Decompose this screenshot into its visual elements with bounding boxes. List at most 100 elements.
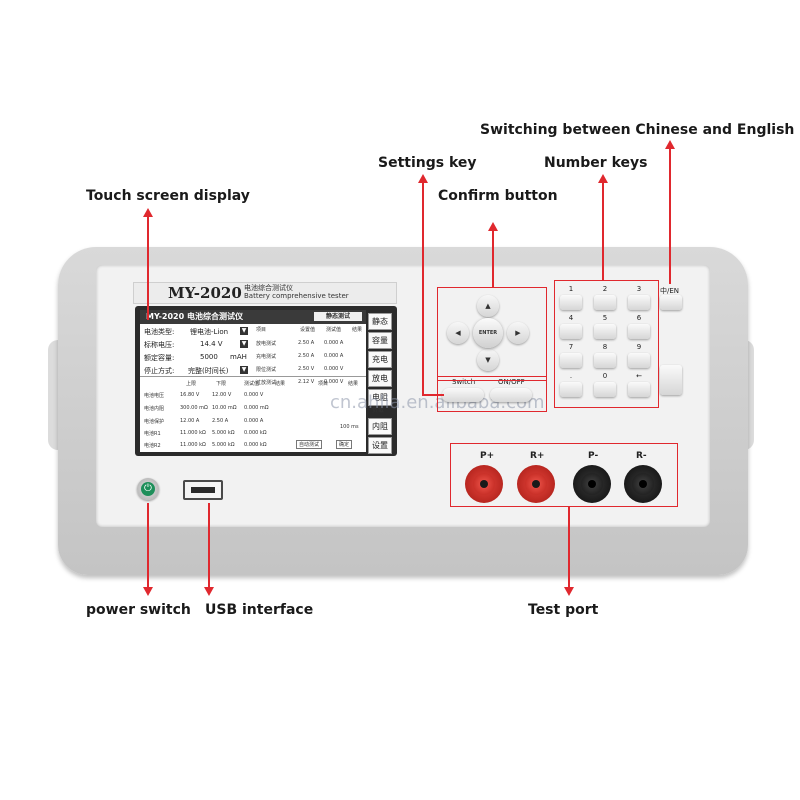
side-btn-capacity[interactable]: 容量 xyxy=(368,332,392,349)
terminal-r-plus[interactable] xyxy=(517,465,555,503)
key-2[interactable] xyxy=(594,295,616,310)
highlight-settings-area xyxy=(437,376,547,412)
arrow-left-icon[interactable]: ◀ xyxy=(447,322,469,344)
arrow-up-icon[interactable]: ▲ xyxy=(477,295,499,317)
key-backspace[interactable] xyxy=(628,382,650,397)
num-label: 8 xyxy=(602,343,608,351)
bottom-header: 下限 xyxy=(216,381,227,387)
bottom-cell: 0.000 A xyxy=(244,418,264,424)
arrow-right-icon[interactable]: ▶ xyxy=(507,322,529,344)
key-6[interactable] xyxy=(628,324,650,339)
screen-divider xyxy=(140,376,366,377)
terminal-p-plus[interactable] xyxy=(465,465,503,503)
bottom-cell: 5.000 kΩ xyxy=(212,442,235,448)
switch-label: Switch xyxy=(452,378,476,386)
callout-lang-switch: Switching between Chinese and English xyxy=(480,122,795,138)
num-label: 2 xyxy=(602,285,608,293)
model-bar: MY-2020 电池综合测试仪 Battery comprehensive te… xyxy=(133,282,397,304)
bottom-header: 上限 xyxy=(186,381,197,387)
num-label: 0 xyxy=(602,372,608,380)
bottom-cell: 12.00 A xyxy=(180,418,200,424)
dropdown-arrow-icon[interactable]: ▼ xyxy=(240,340,248,348)
screen-mode-badge[interactable]: 静态测试 xyxy=(314,312,362,321)
highlight-test-port xyxy=(450,443,678,507)
bottom-cell: 0.000 kΩ xyxy=(244,430,267,436)
key-5[interactable] xyxy=(594,324,616,339)
table-cell: 0.000 A xyxy=(324,353,344,359)
touch-screen[interactable] xyxy=(140,310,366,452)
screen-value-voltage[interactable]: 14.4 V xyxy=(200,340,223,348)
callout-line xyxy=(422,182,424,396)
screen-header: MY-2020 电池综合测试仪 静态测试 xyxy=(140,310,366,324)
usb-port[interactable] xyxy=(183,480,223,500)
terminal-r-minus[interactable] xyxy=(624,465,662,503)
navigation-pad: ▲ ◀ ▶ ▼ ENTER xyxy=(441,295,541,373)
table-header-result: 结果 xyxy=(352,327,363,333)
table-cell: 充电测试 xyxy=(256,354,277,360)
arrow-down-icon xyxy=(143,587,153,596)
screen-row-voltage: 标称电压: xyxy=(144,341,175,349)
arrow-up-icon xyxy=(488,222,498,231)
bottom-cell: 电池内阻 xyxy=(144,406,165,412)
key-4[interactable] xyxy=(560,324,582,339)
side-btn-charge[interactable]: 充电 xyxy=(368,351,392,368)
enter-tall-key[interactable] xyxy=(660,365,682,395)
dropdown-arrow-icon[interactable]: ▼ xyxy=(240,366,248,374)
key-dot[interactable] xyxy=(560,382,582,397)
power-icon: ⏻ xyxy=(144,483,152,494)
num-label: 1 xyxy=(568,285,574,293)
auto-test-button[interactable]: 自动测试 xyxy=(296,440,323,449)
onoff-button[interactable] xyxy=(490,388,532,402)
bottom-cell: 电池R2 xyxy=(144,443,161,449)
num-label: 5 xyxy=(602,314,608,322)
power-switch[interactable]: ⏻ xyxy=(137,478,159,500)
table-cell: 0.000 V xyxy=(324,366,344,372)
dropdown-arrow-icon[interactable]: ▼ xyxy=(240,327,248,335)
arrow-down-icon[interactable]: ▼ xyxy=(477,349,499,371)
screen-row-capacity: 额定容量: xyxy=(144,354,175,362)
table-cell: 过放测试 xyxy=(256,380,277,386)
key-0[interactable] xyxy=(594,382,616,397)
num-label: 4 xyxy=(568,314,574,322)
bottom-cell: 5.000 kΩ xyxy=(212,430,235,436)
callout-touch-screen: Touch screen display xyxy=(86,188,250,204)
screen-value-battery-type[interactable]: 锂电池-Lion xyxy=(190,328,229,336)
callout-confirm-button: Confirm button xyxy=(438,188,558,204)
arrow-down-icon xyxy=(204,587,214,596)
num-label: 9 xyxy=(636,343,642,351)
bottom-cell: 电池保护 xyxy=(144,419,165,425)
highlight-confirm-area xyxy=(437,287,547,381)
bottom-cell: 0.000 V xyxy=(244,392,264,398)
key-3[interactable] xyxy=(628,295,650,310)
port-label-r-minus: R- xyxy=(636,451,647,461)
lang-label: 中/EN xyxy=(660,287,680,295)
bottom-header: 项目 xyxy=(318,381,329,387)
callout-line xyxy=(208,503,210,587)
lang-switch-key[interactable] xyxy=(660,295,682,310)
onoff-label: ON/OFF xyxy=(498,378,525,386)
enter-button[interactable]: ENTER xyxy=(473,318,503,348)
num-label: . xyxy=(569,372,573,380)
bottom-cell: 10.00 mΩ xyxy=(212,405,237,411)
key-1[interactable] xyxy=(560,295,582,310)
confirm-screen-button[interactable]: 确定 xyxy=(336,440,353,449)
callout-power-switch: power switch xyxy=(86,602,191,618)
key-9[interactable] xyxy=(628,353,650,368)
key-8[interactable] xyxy=(594,353,616,368)
side-btn-resistance[interactable]: 电阻 xyxy=(368,389,392,406)
key-7[interactable] xyxy=(560,353,582,368)
switch-settings-button[interactable] xyxy=(442,388,484,402)
side-btn-discharge[interactable]: 放电 xyxy=(368,370,392,387)
num-label: 6 xyxy=(636,314,642,322)
bottom-header: 结果 xyxy=(348,381,359,387)
num-label: 7 xyxy=(568,343,574,351)
bottom-cell: 11.000 kΩ xyxy=(180,430,206,436)
callout-usb-interface: USB interface xyxy=(205,602,314,618)
side-btn-static[interactable]: 静态 xyxy=(368,313,392,330)
side-btn-internal-resistance[interactable]: 内阻 xyxy=(368,418,392,435)
bottom-cell: 11.000 kΩ xyxy=(180,442,206,448)
terminal-p-minus[interactable] xyxy=(573,465,611,503)
screen-value-stop-mode[interactable]: 完整(时间长) xyxy=(188,367,229,375)
side-btn-settings[interactable]: 设置 xyxy=(368,437,392,454)
screen-value-capacity[interactable]: 5000 xyxy=(200,353,218,361)
